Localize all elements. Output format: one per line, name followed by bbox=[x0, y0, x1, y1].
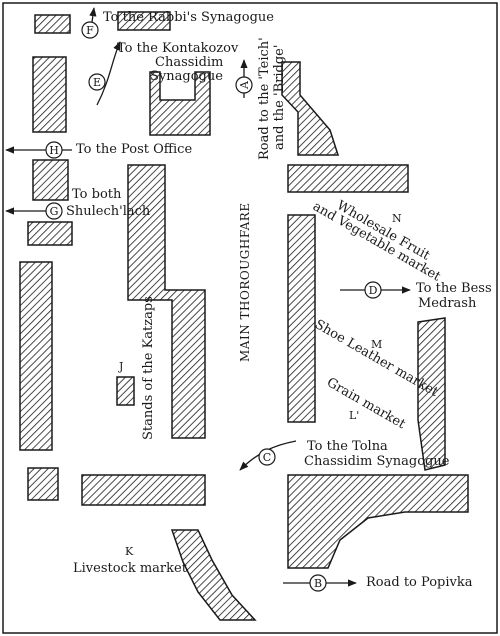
block-katzaps bbox=[127, 164, 206, 439]
block-top-left-small bbox=[34, 14, 71, 34]
marker-h: H bbox=[49, 144, 59, 157]
block-kontakozov-synagogue bbox=[149, 71, 211, 136]
arrow-kontakozov bbox=[96, 41, 121, 106]
letter-n: N bbox=[392, 212, 402, 225]
letter-k: K bbox=[125, 545, 134, 558]
label-tolna-line1: To the Tolna bbox=[307, 439, 388, 454]
marker-a: A bbox=[238, 80, 251, 90]
block-livestock-bend bbox=[170, 529, 257, 621]
block-bottom-left bbox=[27, 467, 59, 501]
block-j bbox=[116, 376, 135, 406]
block-left-shulech bbox=[27, 221, 73, 246]
block-east-long bbox=[417, 317, 446, 471]
label-popivka: Road to Popivka bbox=[366, 575, 473, 590]
marker-c: C bbox=[263, 451, 271, 464]
block-left-long bbox=[19, 261, 53, 451]
block-bottom-center-left bbox=[81, 474, 206, 506]
label-livestock: Livestock market bbox=[73, 561, 187, 576]
marker-d: D bbox=[369, 284, 378, 297]
marker-b-circle bbox=[309, 574, 327, 592]
label-tolna-line2: Chassidim Synagogue bbox=[304, 454, 450, 469]
marker-h-circle bbox=[45, 141, 63, 159]
marker-g: G bbox=[50, 205, 59, 218]
block-top-right-small bbox=[117, 11, 171, 31]
marker-e-circle bbox=[88, 73, 106, 91]
label-kontakozov-line1: To the Kontakozov bbox=[117, 41, 239, 56]
marker-f-circle bbox=[81, 21, 99, 39]
marker-c-circle bbox=[258, 448, 276, 466]
label-bess-line2: Medrash bbox=[418, 296, 477, 311]
letter-j: J bbox=[119, 360, 124, 373]
marker-f: F bbox=[86, 24, 94, 37]
letter-m: M bbox=[371, 338, 383, 351]
marker-b: B bbox=[314, 577, 322, 590]
letter-l: L' bbox=[349, 409, 360, 422]
block-right-bend bbox=[281, 61, 340, 156]
marker-d-circle bbox=[364, 281, 382, 299]
marker-g-circle bbox=[45, 202, 63, 220]
label-road-teich: Road to the 'Teich' bbox=[257, 37, 272, 160]
label-rabbis-synagogue: To the Rabbi's Synagogue bbox=[103, 10, 274, 25]
block-main-thoroughfare-east bbox=[287, 214, 316, 423]
label-kontakozov-line2: Chassidim bbox=[155, 55, 224, 70]
label-shulech-line2: Shulech'lach bbox=[66, 204, 151, 219]
label-bess-line1: To the Bess bbox=[416, 281, 492, 296]
block-left-upper bbox=[32, 56, 67, 133]
marker-a-circle bbox=[235, 76, 253, 94]
label-and-bridge: and the 'Bridge' bbox=[272, 44, 287, 150]
label-shulech-line1: To both bbox=[72, 187, 122, 202]
label-post-office: To the Post Office bbox=[76, 142, 193, 157]
block-left-post bbox=[32, 159, 69, 201]
block-southeast-curved bbox=[287, 474, 469, 569]
label-main-thoroughfare: MAIN THOROUGHFARE bbox=[238, 202, 252, 362]
marker-e: E bbox=[93, 76, 101, 89]
block-right-wide bbox=[287, 164, 409, 193]
label-katzaps: Stands of the Katzaps bbox=[141, 296, 156, 440]
label-kontakozov-line3: Synagogue bbox=[150, 69, 223, 84]
